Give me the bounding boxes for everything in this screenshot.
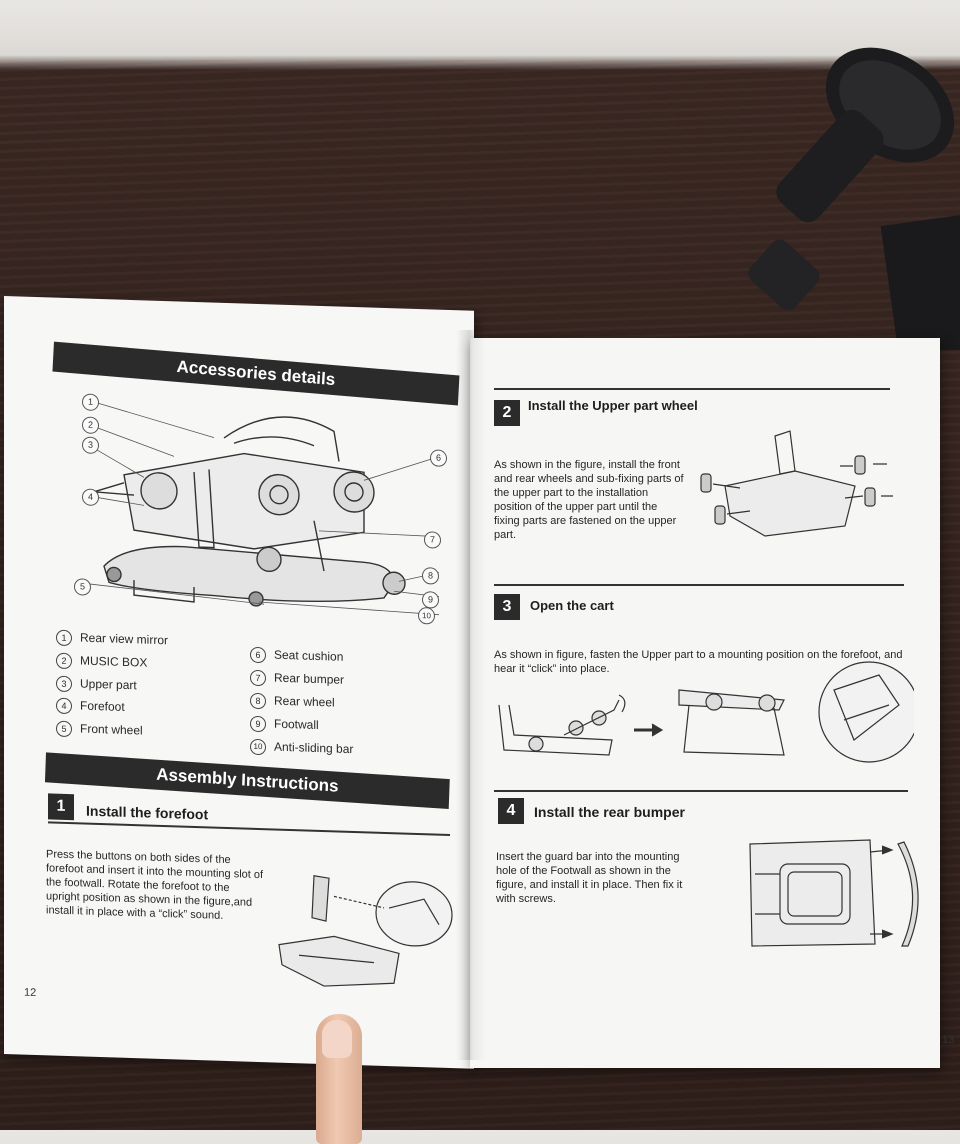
step-3-number: 3 — [494, 594, 520, 620]
left-page: Accessories details — [4, 296, 474, 1069]
step-4-title: Install the rear bumper — [534, 804, 685, 820]
step-2-title: Install the Upper part wheel — [528, 398, 698, 413]
step-4-rule — [494, 790, 908, 792]
step-1-number: 1 — [48, 793, 74, 821]
callout-4: 4 — [82, 488, 99, 506]
callout-2: 2 — [82, 416, 99, 434]
step-1-title: Install the forefoot — [86, 802, 209, 823]
step-4-number: 4 — [498, 798, 524, 824]
callout-7: 7 — [424, 531, 441, 549]
book-gutter — [456, 330, 486, 1060]
right-page: 2 Install the Upper part wheel As shown … — [470, 338, 954, 1068]
step-1-text: Press the buttons on both sides of the f… — [46, 848, 264, 922]
step-1-illustration — [278, 875, 453, 987]
assembly-banner: Assembly Instructions — [44, 752, 450, 810]
fingernail — [322, 1020, 352, 1058]
right-page-number: 13 — [942, 1034, 955, 1046]
walker-illustration — [85, 399, 440, 616]
callout-1: 1 — [82, 393, 99, 411]
step-2-rule — [494, 388, 890, 390]
step-3-text: As shown in figure, fasten the Upper par… — [494, 649, 903, 675]
step-3-illustration — [498, 661, 914, 763]
left-page-number: 12 — [24, 986, 37, 1000]
step-1-rule — [48, 821, 450, 836]
callout-6: 6 — [430, 449, 447, 467]
step-2-number: 2 — [494, 400, 520, 426]
step-2-illustration — [700, 430, 893, 537]
step-4-illustration — [749, 839, 919, 947]
step-3-rule — [494, 584, 904, 586]
callout-10: 10 — [418, 607, 435, 625]
step-3-title: Open the cart — [530, 598, 614, 613]
callout-3: 3 — [82, 436, 99, 454]
step-2-text: As shown in the figure, install the fron… — [494, 459, 684, 541]
callout-9: 9 — [422, 591, 439, 609]
walker-wheel-part — [748, 47, 960, 350]
callout-5: 5 — [74, 578, 91, 596]
step-4-text: Insert the guard bar into the mounting h… — [496, 851, 683, 905]
callout-8: 8 — [422, 567, 439, 585]
